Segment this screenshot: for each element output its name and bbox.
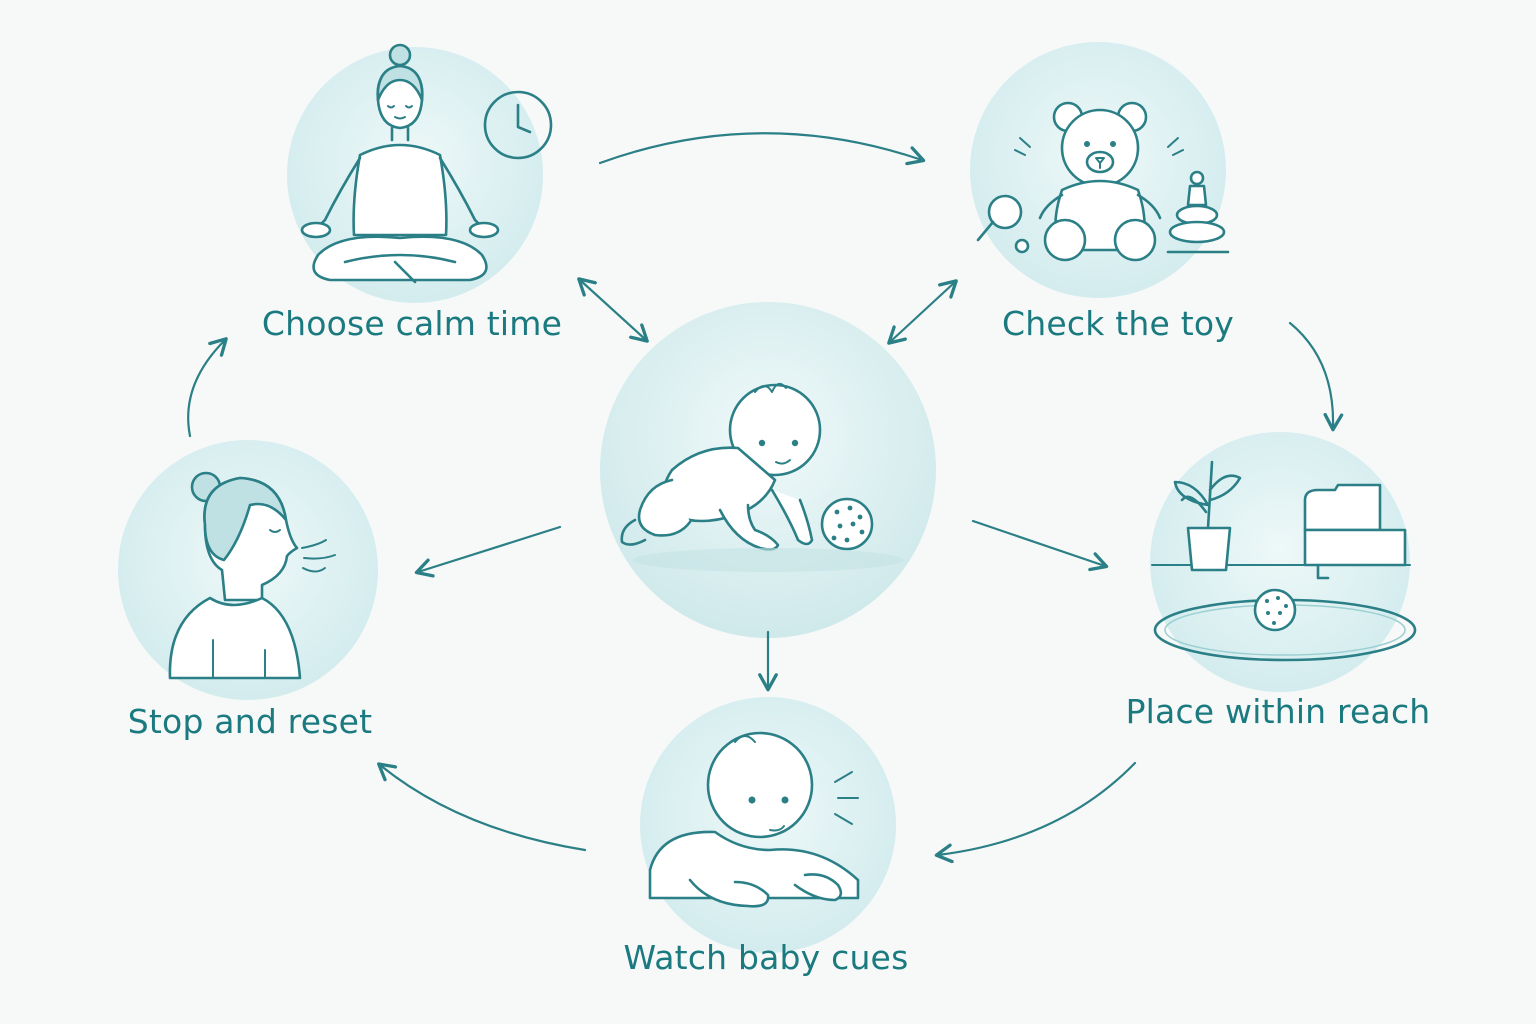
arrow-center-place [971, 519, 1109, 572]
arrow-center-toy [887, 279, 958, 345]
arrow-reset-to-calm [187, 337, 228, 438]
step-label-reset: Stop and reset [127, 702, 373, 741]
step-label-calm: Choose calm time [261, 304, 563, 343]
step-label-place: Place within reach [1125, 692, 1431, 731]
ball-on-rug-room-icon [1151, 460, 1417, 662]
flow-arrows [187, 132, 1344, 864]
arrow-watch-to-reset [377, 762, 587, 852]
arrow-center-reset [414, 525, 562, 578]
baby-face-icon [648, 731, 860, 908]
arrow-toy-to-place [1288, 321, 1344, 432]
crawling-baby-ball-icon [620, 382, 903, 572]
exhaling-woman-icon [168, 471, 336, 680]
arrow-calm-to-toy [598, 132, 926, 166]
arrow-place-to-watch [934, 761, 1137, 864]
step-label-watch: Watch baby cues [623, 938, 909, 977]
step-label-toy: Check the toy [1002, 304, 1234, 343]
arrow-center-calm [577, 277, 649, 343]
teddy-bear-toys-icon [976, 101, 1230, 262]
meditating-woman-clock-icon [300, 43, 553, 284]
